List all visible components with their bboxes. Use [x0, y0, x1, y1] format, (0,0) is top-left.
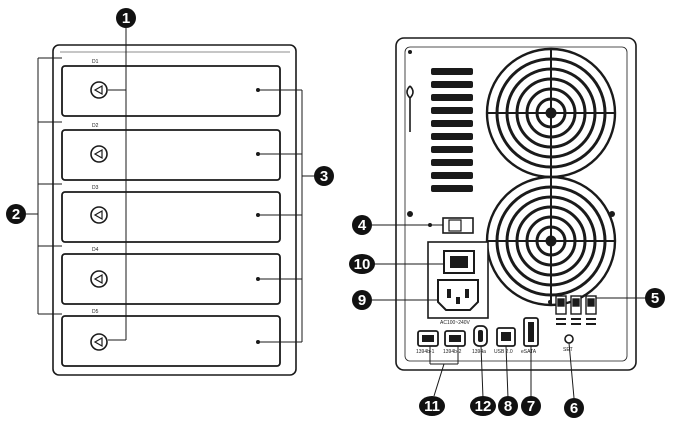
callout-2-label: 2 — [12, 206, 20, 223]
bay-led-label-4: D4 — [92, 247, 99, 253]
vent-grille — [431, 68, 473, 192]
bay-led-label-1: D1 — [92, 59, 99, 65]
callout-1-leaders — [108, 26, 127, 341]
cable-clip-icon — [406, 85, 414, 132]
callout-7-label: 7 — [527, 398, 535, 415]
callout-2: 2 — [6, 204, 26, 224]
callout-10-label: 10 — [354, 256, 371, 273]
ac-inlet[interactable] — [437, 279, 479, 311]
power-label: AC100~240V — [440, 320, 471, 326]
bay-led-label-5: D5 — [92, 309, 99, 315]
drive-bay-2[interactable] — [61, 129, 281, 181]
lock-icon[interactable] — [90, 81, 108, 99]
set-label: SET — [563, 347, 573, 353]
callout-7: 7 — [521, 396, 541, 416]
callout-12-label: 12 — [475, 398, 492, 415]
port-esata-label: eSATA — [521, 349, 537, 355]
callout-8: 8 — [498, 396, 518, 416]
callout-3-label: 3 — [320, 168, 328, 185]
port-usb-label: USB 2.0 — [494, 349, 513, 355]
bay-led-label-2: D2 — [92, 123, 99, 129]
port-esata[interactable] — [523, 317, 539, 347]
fan-bottom-icon — [485, 175, 617, 307]
port-fw800-2[interactable] — [444, 330, 466, 347]
callout-1-label: 1 — [122, 10, 130, 27]
callout-6: 6 — [564, 398, 584, 418]
port-fw800-1[interactable] — [417, 330, 439, 347]
callout-9-label: 9 — [358, 292, 366, 309]
port-fw800-2-label: 1394b-2 — [443, 349, 462, 355]
callout-4-label: 4 — [358, 217, 367, 234]
callout-10: 10 — [349, 254, 375, 274]
set-button[interactable] — [564, 334, 574, 344]
port-usb[interactable] — [496, 327, 516, 347]
lock-icon[interactable] — [90, 333, 108, 351]
lock-icon[interactable] — [90, 270, 108, 288]
drive-bay-1[interactable] — [61, 65, 281, 117]
callout-8-label: 8 — [504, 398, 512, 415]
port-fw800-1-label: 1394b-1 — [416, 349, 435, 355]
bay-led-label-3: D3 — [92, 185, 99, 191]
callout-3: 3 — [314, 166, 334, 186]
power-module: AC100~240V — [427, 241, 489, 326]
rear-view: AC100~240V SET 1394b-1 — [372, 37, 646, 399]
callout-5: 5 — [645, 288, 665, 308]
fan-switch[interactable] — [442, 217, 474, 234]
raid-switches[interactable] — [555, 295, 597, 315]
callout-6-label: 6 — [570, 400, 578, 417]
port-fw400-label: 1394a — [472, 349, 486, 355]
drive-bay-3[interactable] — [61, 191, 281, 243]
callout-1: 1 — [116, 8, 136, 28]
callout-11-label: 11 — [424, 398, 440, 415]
callout-5-label: 5 — [651, 290, 659, 307]
lock-icon[interactable] — [90, 145, 108, 163]
callout-9: 9 — [352, 290, 372, 310]
callout-3-leaders — [258, 89, 314, 343]
callout-12: 12 — [470, 396, 496, 416]
callout-2-leaders — [26, 57, 62, 315]
callout-4: 4 — [352, 215, 372, 235]
rear-leaders — [372, 224, 646, 399]
drive-bay-4[interactable] — [61, 253, 281, 305]
callout-11: 11 — [419, 396, 445, 416]
fan-top-icon — [485, 47, 617, 179]
port-fw400[interactable] — [473, 325, 488, 347]
lock-icon[interactable] — [90, 206, 108, 224]
drive-bay-5[interactable] — [61, 315, 281, 367]
front-view: D1 D2 D3 D4 D5 — [26, 26, 314, 376]
